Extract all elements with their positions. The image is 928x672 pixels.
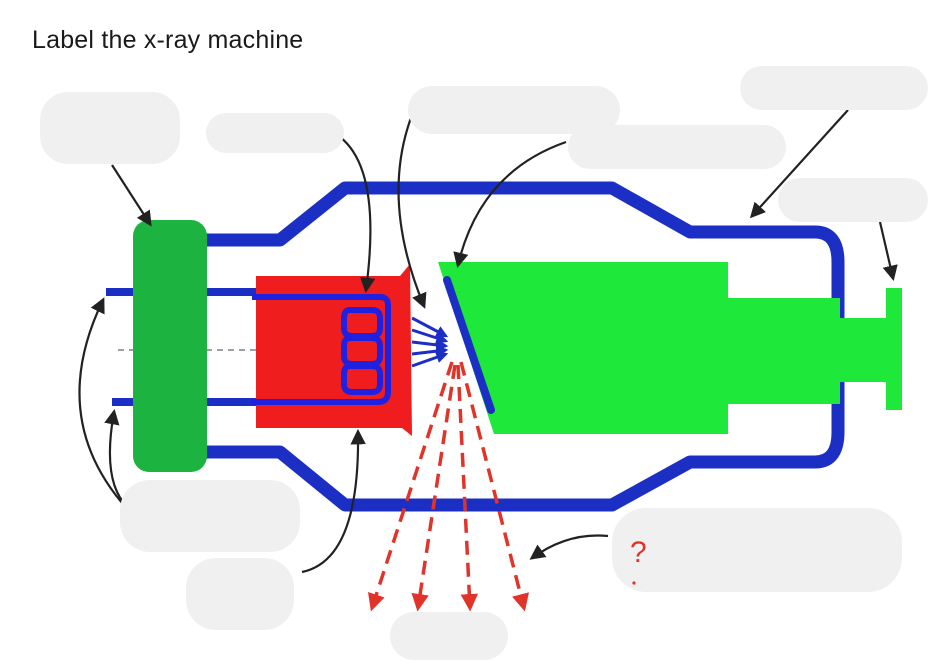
anode-target [443, 276, 495, 414]
filament-coil [252, 294, 391, 405]
label-slot-5[interactable] [740, 66, 928, 110]
label-slot-6[interactable] [778, 178, 928, 222]
label-slot-10[interactable] [390, 612, 508, 660]
electron-beam [411, 316, 449, 368]
x-ray-beam [368, 361, 530, 612]
page-title: Label the x-ray machine [32, 26, 304, 54]
label-slot-3[interactable] [408, 86, 620, 134]
label-slot-8[interactable] [186, 558, 294, 630]
pointer-arrows [78, 109, 898, 574]
label-slot-9[interactable] [612, 508, 902, 592]
tube-base [133, 220, 207, 472]
anode [438, 262, 902, 434]
unknown-label-marker: ? [630, 536, 647, 569]
label-slot-2[interactable] [206, 113, 344, 153]
marker-dot [632, 581, 636, 585]
label-slot-4[interactable] [568, 125, 786, 169]
label-slot-7[interactable] [120, 480, 300, 552]
label-slot-1[interactable] [40, 92, 180, 164]
